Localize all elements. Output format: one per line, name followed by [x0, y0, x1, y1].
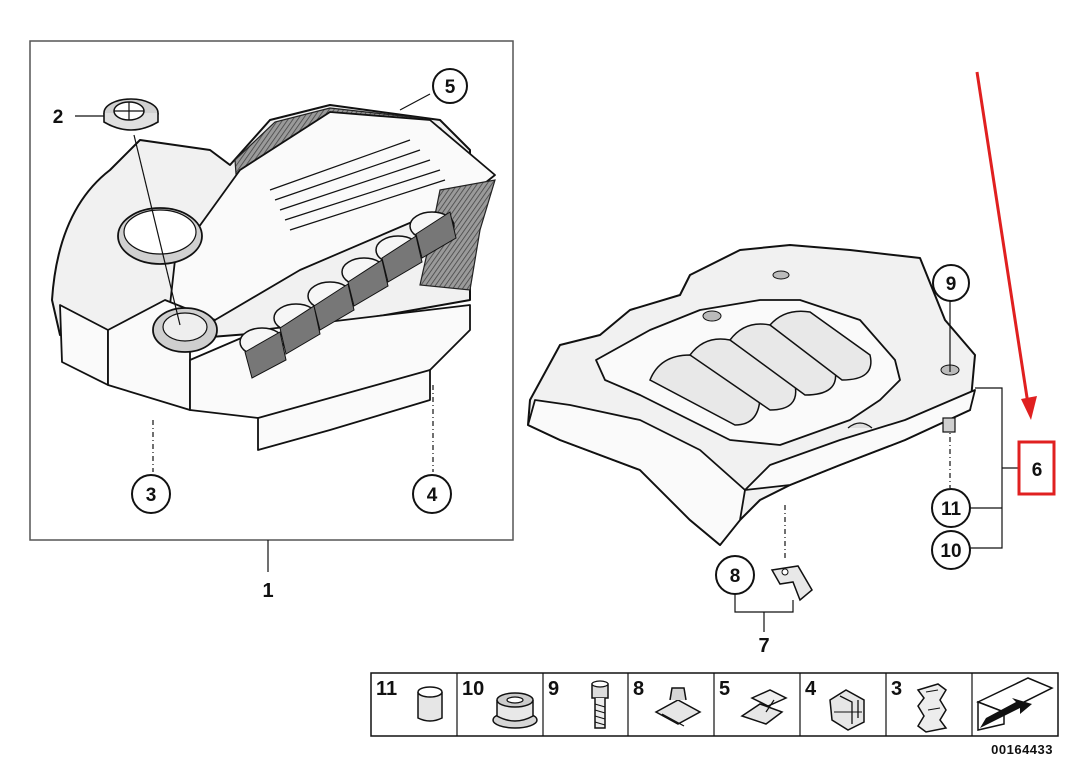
legend-num-10: 10 — [462, 678, 484, 700]
svg-text:11: 11 — [941, 499, 962, 520]
legend-num-9: 9 — [548, 678, 559, 700]
callout-3[interactable]: 3 — [131, 474, 171, 514]
grommet-icon — [942, 417, 956, 433]
svg-text:8: 8 — [730, 566, 741, 587]
svg-text:3: 3 — [146, 485, 157, 506]
assembly-frame — [29, 40, 514, 541]
legend-num-3: 3 — [891, 678, 902, 700]
callout-4[interactable]: 4 — [412, 474, 452, 514]
legend-num-11: 11 — [376, 678, 397, 700]
legend-num-5: 5 — [719, 678, 730, 700]
label-7: 7 — [758, 635, 769, 657]
callout-8[interactable]: 8 — [715, 555, 755, 595]
svg-text:2: 2 — [53, 107, 64, 128]
svg-text:9: 9 — [946, 274, 957, 295]
svg-text:6: 6 — [1032, 460, 1043, 481]
svg-text:10: 10 — [940, 541, 961, 562]
bolt-icon — [591, 680, 609, 729]
rubber-grommet-icon — [492, 692, 538, 729]
callout-2[interactable]: 2 — [53, 107, 64, 128]
reference-code: 00164433 — [991, 742, 1053, 757]
clip-nut-icon — [770, 565, 813, 602]
bracket-7 — [734, 590, 794, 632]
callout-6[interactable]: 6 — [1032, 460, 1043, 481]
bracket-clip-icon — [829, 689, 865, 731]
callout-11[interactable]: 11 — [931, 488, 971, 528]
highlight-arrowhead-icon — [1021, 396, 1037, 420]
clip-nut-icon — [654, 687, 702, 727]
sleeve-icon — [417, 686, 443, 722]
callout-10[interactable]: 10 — [931, 530, 971, 570]
spring-clip-icon — [916, 683, 948, 733]
legend-num-8: 8 — [633, 678, 644, 700]
highlight-arrow-icon — [975, 71, 1030, 405]
arrow-icon — [976, 677, 1054, 731]
engine-cover-illustration — [51, 93, 496, 472]
clip-icon — [740, 689, 788, 725]
cap-emblem-icon — [103, 98, 159, 131]
highlight-box — [1017, 440, 1056, 496]
legend-num-4: 4 — [805, 678, 817, 700]
parts-legend: 11 10 9 8 5 4 3 — [370, 672, 1059, 737]
insulation-illustration — [527, 244, 1020, 560]
label-1: 1 — [262, 580, 273, 602]
svg-text:4: 4 — [427, 485, 438, 506]
callout-9[interactable]: 9 — [932, 264, 970, 302]
svg-text:5: 5 — [445, 77, 456, 98]
callout-5[interactable]: 5 — [432, 68, 468, 104]
